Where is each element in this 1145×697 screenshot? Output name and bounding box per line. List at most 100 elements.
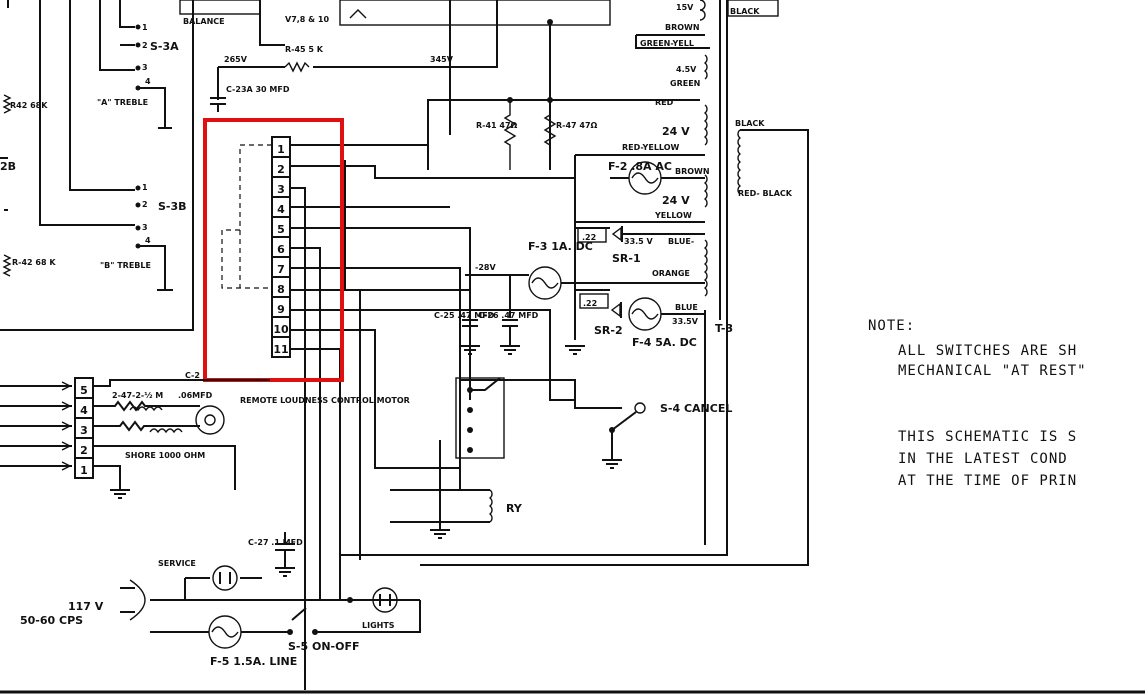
red-label: RED bbox=[655, 98, 674, 107]
note-line5: AT THE TIME OF PRIN bbox=[898, 473, 1077, 489]
svg-text:2-47-2-½ M: 2-47-2-½ M bbox=[112, 390, 163, 400]
lights-label: LIGHTS bbox=[362, 621, 395, 630]
v24b-label: 24 V bbox=[662, 194, 690, 207]
terminal-number: 5 bbox=[277, 223, 285, 236]
treble-b-label: "B" TREBLE bbox=[100, 261, 151, 270]
c25-label: C-25 .47 MFD bbox=[434, 311, 495, 320]
terminal-number: 2 bbox=[277, 163, 285, 176]
terminal-number: 4 bbox=[277, 203, 285, 216]
brown-label: BROWN bbox=[665, 23, 700, 32]
r42-bot-label: R-42 68 K bbox=[12, 258, 56, 267]
r42-top-label: R42 68K bbox=[10, 101, 48, 110]
svg-text:V7,8 & 10: V7,8 & 10 bbox=[285, 15, 329, 24]
note-block: NOTE: ALL SWITCHES ARE SH MECHANICAL "AT… bbox=[868, 318, 1087, 489]
terminal-number: 9 bbox=[277, 303, 285, 316]
relay-ry: RY bbox=[390, 440, 523, 539]
top-left-section: BALANCE S-3A 1 2 3 4 "A" TREBLE R42 68K … bbox=[0, 0, 261, 331]
svg-text:2B: 2B bbox=[0, 160, 16, 173]
black2-label: BLACK bbox=[735, 119, 765, 128]
svg-text:1: 1 bbox=[142, 183, 148, 192]
svg-text:4: 4 bbox=[145, 236, 151, 245]
svg-text:C-2: C-2 bbox=[185, 371, 200, 380]
v28-label: -28V bbox=[475, 263, 496, 272]
terminal-strip-highlight bbox=[203, 118, 344, 382]
ry-label: RY bbox=[506, 502, 523, 515]
s3a-label: S-3A bbox=[150, 40, 179, 53]
sr2-label: SR-2 bbox=[594, 324, 623, 337]
f5-label: F-5 1.5A. LINE bbox=[210, 655, 297, 668]
green-label: GREEN bbox=[670, 79, 700, 88]
green-yell-label: GREEN-YELL bbox=[640, 39, 694, 48]
f2-label: F-2 .8A AC bbox=[608, 160, 672, 173]
c26-label: C-26 .47 MFD bbox=[478, 311, 539, 320]
red-black-label: RED- BLACK bbox=[738, 189, 793, 198]
note-line1: ALL SWITCHES ARE SH bbox=[898, 343, 1077, 359]
brown2-label: BROWN bbox=[675, 167, 710, 176]
fuses-rectifiers: F-2 .8A AC .22 33.5 V SR-1 .22 SR-2 F-4 … bbox=[465, 155, 705, 355]
svg-text:4: 4 bbox=[145, 77, 151, 86]
orange-label: ORANGE bbox=[652, 269, 690, 278]
left-terminal-cell bbox=[74, 457, 94, 479]
svg-text:2: 2 bbox=[142, 200, 148, 209]
svg-text:3: 3 bbox=[142, 63, 148, 72]
terminal-number: 10 bbox=[273, 323, 289, 336]
svg-text:1: 1 bbox=[142, 23, 148, 32]
left-terminal-number: 2 bbox=[80, 444, 88, 457]
v24a-label: 24 V bbox=[662, 125, 690, 138]
note-line3: THIS SCHEMATIC IS S bbox=[898, 429, 1077, 445]
blue-dash-label: BLUE- bbox=[668, 237, 694, 246]
v15-label: 15V bbox=[676, 3, 694, 12]
service-label: SERVICE bbox=[158, 559, 196, 568]
cps-label: 50-60 CPS bbox=[20, 614, 83, 627]
yellow-label: YELLOW bbox=[654, 211, 692, 220]
v345-label: 345V bbox=[430, 55, 454, 64]
svg-text:SHORE 1000 OHM: SHORE 1000 OHM bbox=[125, 451, 205, 460]
svg-text:.06MFD: .06MFD bbox=[178, 391, 213, 400]
v335b-label: 33.5V bbox=[672, 317, 699, 326]
t3-label: T-3 bbox=[715, 322, 733, 335]
r47-label: R-47 47Ω bbox=[556, 121, 598, 130]
c23a-label: C-23A 30 MFD bbox=[226, 85, 290, 94]
blue-label: BLUE bbox=[675, 303, 698, 312]
r41-label: R-41 47Ω bbox=[476, 121, 518, 130]
left-terminal-number: 4 bbox=[80, 404, 88, 417]
f3-label: F-3 1A. DC bbox=[528, 240, 593, 253]
transformer-t3: BLACK BLACK RED- BLACK T-3 15V BROWN GRE… bbox=[340, 0, 809, 566]
v335a-label: 33.5 V bbox=[624, 237, 654, 246]
note-title: NOTE: bbox=[868, 318, 915, 334]
note-line4: IN THE LATEST COND bbox=[898, 451, 1068, 467]
terminal-number: 1 bbox=[277, 143, 285, 156]
remote-motor-section: 5 4 3 2 1 C-2 2-47-2-½ M .06MFD REMOTE LOUDN… bbox=[0, 371, 410, 499]
treble-a-label: "A" TREBLE bbox=[97, 98, 148, 107]
power-input: C-27 .1 MFD SERVICE 117 V 50-60 CPS F-5 … bbox=[20, 532, 421, 668]
f4-label: F-4 5A. DC bbox=[632, 336, 697, 349]
v265-label: 265V bbox=[224, 55, 248, 64]
red-yellow-label: RED-YELLOW bbox=[622, 143, 680, 152]
s4-label: S-4 CANCEL bbox=[660, 402, 732, 415]
r45-label: R-45 5 K bbox=[285, 45, 324, 54]
left-terminal-number: 1 bbox=[80, 464, 88, 477]
power-supply-top: R-45 5 K 265V 345V C-23A 30 MFD V7,8 & 1… bbox=[210, 0, 700, 170]
terminal-number: 7 bbox=[277, 263, 285, 276]
terminal-number: 11 bbox=[273, 343, 288, 356]
left-terminal-number: 3 bbox=[80, 424, 88, 437]
terminal-cell bbox=[271, 336, 291, 358]
v117-label: 117 V bbox=[68, 600, 104, 613]
s3b-label: S-3B bbox=[158, 200, 187, 213]
black-label: BLACK bbox=[730, 7, 760, 16]
sr1-label: SR-1 bbox=[612, 252, 641, 265]
terminal-number: 6 bbox=[277, 243, 285, 256]
remote-motor-label: REMOTE LOUDNESS CONTROL MOTOR bbox=[240, 396, 410, 405]
s4-cancel-switch: S-4 CANCEL bbox=[455, 377, 732, 469]
capacitors-c25-c26: C-25 .47 MFD C-26 .47 MFD bbox=[434, 275, 539, 355]
balance-label: BALANCE bbox=[183, 17, 225, 26]
svg-text:3: 3 bbox=[142, 223, 148, 232]
c27-label: C-27 .1 MFD bbox=[248, 538, 303, 547]
cap22a-label: .22 bbox=[582, 233, 596, 242]
cap22b-label: .22 bbox=[583, 299, 597, 308]
terminal-number: 8 bbox=[277, 283, 285, 296]
left-terminal-number: 5 bbox=[80, 384, 88, 397]
note-line2: MECHANICAL "AT REST" bbox=[898, 363, 1087, 379]
